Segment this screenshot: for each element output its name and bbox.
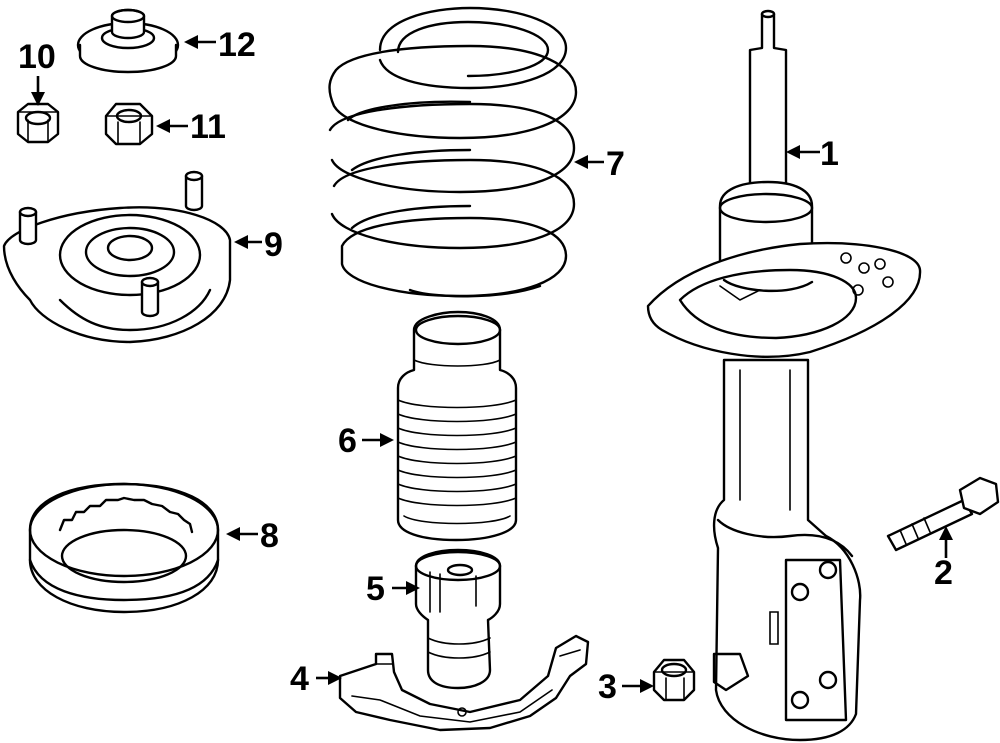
part-2-bolt[interactable] — [886, 476, 1000, 552]
callout-12: 12 — [218, 26, 256, 64]
part-11-flange-nut[interactable] — [104, 102, 154, 146]
part-5-bump-stop[interactable] — [414, 548, 502, 690]
leader-arrows — [31, 35, 953, 693]
part-8-spring-seat[interactable] — [28, 482, 220, 614]
part-3-flange-nut[interactable] — [652, 658, 696, 702]
part-12-mount-cap[interactable] — [76, 8, 180, 74]
callout-8: 8 — [260, 517, 279, 555]
callout-6: 6 — [338, 422, 357, 460]
callout-4: 4 — [290, 660, 309, 698]
callout-10: 10 — [18, 38, 56, 76]
callout-1: 1 — [820, 135, 839, 173]
part-6-dust-boot[interactable] — [396, 310, 518, 542]
part-7-coil-spring[interactable] — [328, 6, 578, 298]
callout-11: 11 — [190, 108, 226, 146]
callout-9: 9 — [264, 226, 283, 264]
callout-7: 7 — [606, 145, 625, 183]
callout-5: 5 — [366, 570, 385, 608]
callout-3: 3 — [598, 668, 617, 706]
callout-2: 2 — [934, 554, 953, 592]
part-1-strut[interactable] — [646, 9, 922, 742]
part-10-hex-nut[interactable] — [16, 102, 60, 144]
part-9-upper-mount[interactable] — [2, 170, 232, 344]
part-4-lower-insulator[interactable] — [338, 634, 590, 732]
